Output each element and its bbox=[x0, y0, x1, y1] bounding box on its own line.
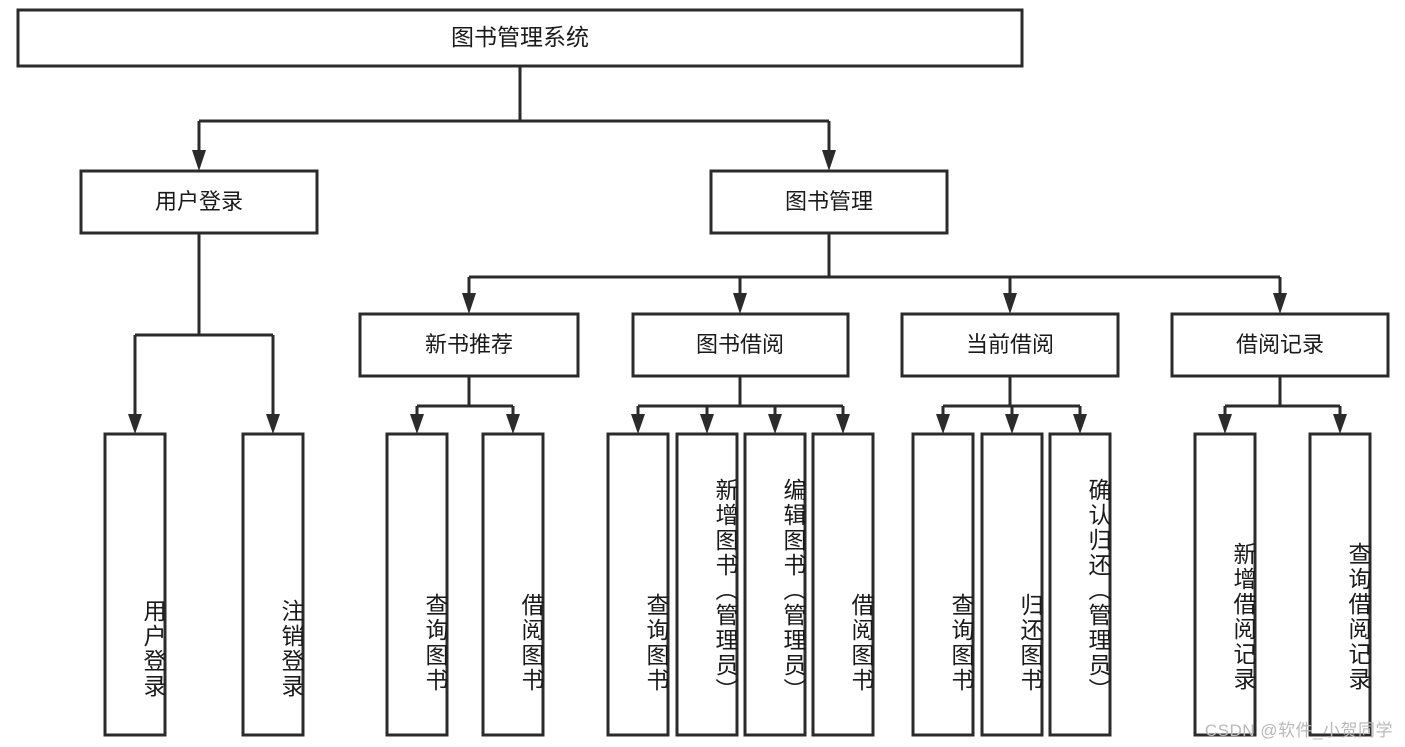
node-leaf-edit-book-admin-box[interactable] bbox=[743, 432, 807, 737]
node-root-label: 图书管理系统 bbox=[451, 24, 589, 50]
node-leaf-query-book-3-box[interactable] bbox=[911, 432, 975, 737]
arrowhead-leaf-edit-book-admin bbox=[768, 414, 782, 434]
arrowhead-leaf-query-book-1 bbox=[410, 414, 424, 434]
node-leaf-query-book-2-box[interactable] bbox=[606, 432, 670, 737]
node-root[interactable]: 图书管理系统 bbox=[16, 8, 1024, 68]
arrowhead-leaf-add-borrow-record bbox=[1218, 414, 1232, 434]
arrowhead-leaf-return-book bbox=[1005, 414, 1019, 434]
arrowhead-user-login bbox=[192, 150, 206, 171]
node-book-borrow-box[interactable] bbox=[631, 312, 850, 378]
node-leaf-confirm-return-box[interactable] bbox=[1048, 432, 1112, 737]
node-borrow-record-label: 借阅记录 bbox=[1236, 332, 1324, 357]
arrowhead-leaf-query-book-3 bbox=[936, 414, 950, 434]
node-leaf-user-login-box[interactable] bbox=[103, 432, 167, 737]
node-leaf-logout-login-box[interactable] bbox=[241, 432, 305, 737]
arrowhead-current-borrow bbox=[1003, 293, 1017, 314]
arrowhead-layer bbox=[128, 150, 1347, 434]
node-book-management-label: 图书管理 bbox=[785, 189, 873, 214]
node-leaf-return-book-box[interactable] bbox=[980, 432, 1044, 737]
node-new-book-recommend-box[interactable] bbox=[358, 312, 580, 378]
node-root-box[interactable] bbox=[16, 8, 1024, 68]
node-book-management-box[interactable] bbox=[709, 169, 949, 235]
arrowhead-borrow-record bbox=[1273, 293, 1287, 314]
node-leaf-query-book-1-box[interactable] bbox=[385, 432, 449, 737]
node-borrow-record[interactable]: 借阅记录 bbox=[1170, 312, 1390, 378]
node-book-borrow-label: 图书借阅 bbox=[696, 332, 784, 357]
node-current-borrow-box[interactable] bbox=[900, 312, 1120, 378]
node-user-login-box[interactable] bbox=[79, 169, 319, 235]
node-current-borrow[interactable]: 当前借阅 bbox=[900, 312, 1120, 378]
node-leaf-query-borrow-record-box[interactable] bbox=[1308, 432, 1372, 737]
node-current-borrow-label: 当前借阅 bbox=[966, 332, 1054, 357]
node-book-management[interactable]: 图书管理 bbox=[709, 169, 949, 235]
node-new-book-recommend[interactable]: 新书推荐 bbox=[358, 312, 580, 378]
arrowhead-leaf-add-book-admin bbox=[700, 414, 714, 434]
node-borrow-record-box[interactable] bbox=[1170, 312, 1390, 378]
node-leaf-add-borrow-record-box[interactable] bbox=[1193, 432, 1257, 737]
arrowhead-book-borrow bbox=[733, 293, 747, 314]
arrowhead-leaf-confirm-return bbox=[1073, 414, 1087, 434]
csdn-watermark: CSDN @软件_小贺同学 bbox=[1204, 721, 1393, 740]
node-leaf-borrow-book-2-box[interactable] bbox=[811, 432, 875, 737]
node-new-book-recommend-label: 新书推荐 bbox=[425, 332, 513, 357]
arrowhead-leaf-user-login bbox=[128, 414, 142, 434]
arrowhead-new-book-recommend bbox=[462, 293, 476, 314]
node-leaf-add-book-admin-box[interactable] bbox=[675, 432, 739, 737]
arrowhead-leaf-logout-login bbox=[266, 414, 280, 434]
node-user-login-label: 用户登录 bbox=[155, 189, 243, 214]
node-leaf-borrow-book-1-box[interactable] bbox=[481, 432, 545, 737]
arrowhead-book-management bbox=[822, 150, 836, 171]
node-user-login[interactable]: 用户登录 bbox=[79, 169, 319, 235]
arrowhead-leaf-borrow-book-2 bbox=[836, 414, 850, 434]
arrowhead-leaf-query-borrow-record bbox=[1333, 414, 1347, 434]
leaf-node-layer bbox=[103, 432, 1372, 737]
node-book-borrow[interactable]: 图书借阅 bbox=[631, 312, 850, 378]
arrowhead-leaf-query-book-2 bbox=[631, 414, 645, 434]
arrowhead-leaf-borrow-book-1 bbox=[506, 414, 520, 434]
